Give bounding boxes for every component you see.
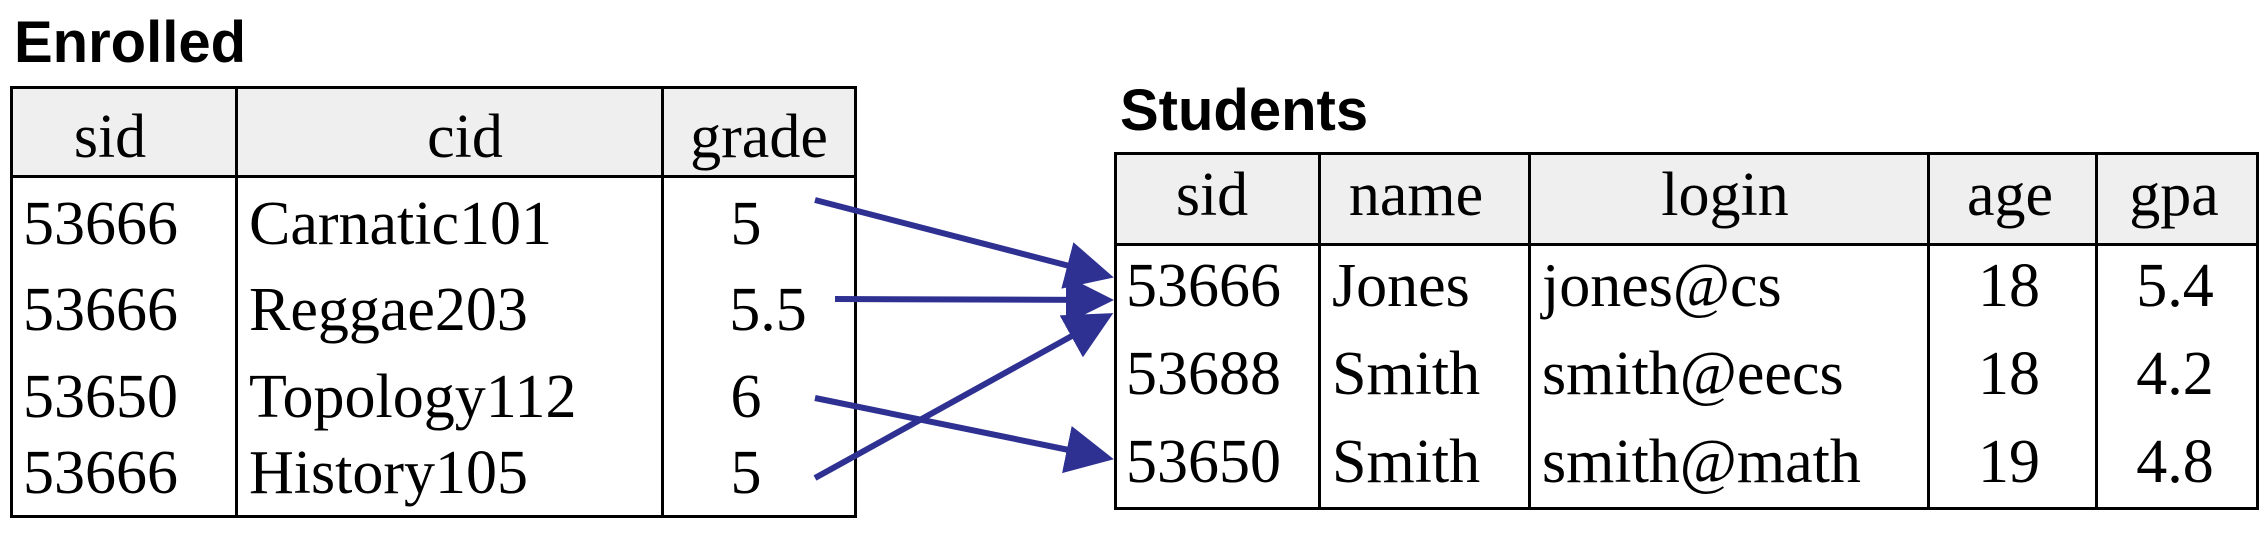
foreign-key-arrow [814,395,1114,474]
students-header-login: login [1661,161,1789,229]
students-cell-name: Smith [1332,340,1481,408]
students-column-divider [2095,155,2098,507]
enrolled-cell-cid: Carnatic101 [249,190,553,258]
students-cell-gpa: 4.8 [2136,428,2214,496]
students-cell-login: smith@eecs [1542,340,1844,408]
students-table-title: Students [1120,78,1369,143]
students-header-gpa: gpa [2129,161,2219,229]
enrolled-header-sid: sid [73,103,147,171]
students-cell-login: smith@math [1542,428,1861,496]
enrolled-cell-grade: 6 [730,363,762,431]
students-cell-name: Smith [1332,428,1481,496]
enrolled-column-divider [235,89,238,515]
enrolled-table-title: Enrolled [14,10,247,75]
students-cell-login: jones@cs [1542,252,1782,320]
enrolled-cell-cid: Topology112 [249,363,577,431]
students-cell-sid: 53650 [1126,428,1281,496]
enrolled-table: sid cid grade 53666 Carnatic101 5 53666 … [10,86,857,518]
enrolled-header-cid: cid [427,103,503,171]
students-column-divider [1927,155,1930,507]
students-cell-gpa: 5.4 [2136,252,2214,320]
enrolled-header-row [13,89,854,178]
enrolled-cell-grade: 5 [730,439,762,507]
foreign-key-arrow [834,275,1114,324]
students-table: sid name login age gpa 53666 Jones jones… [1114,152,2259,510]
enrolled-cell-grade: 5.5 [729,276,807,344]
foreign-key-arrow [814,197,1114,289]
students-header-name: name [1348,161,1484,229]
students-cell-age: 19 [1978,428,2040,496]
students-header-age: age [1966,161,2054,229]
enrolled-cell-sid: 53650 [23,363,178,431]
enrolled-header-grade: grade [690,103,828,171]
enrolled-cell-cid: Reggae203 [249,276,528,344]
students-header-sid: sid [1175,161,1249,229]
students-cell-gpa: 4.2 [2136,340,2214,408]
students-column-divider [1318,155,1321,507]
students-cell-age: 18 [1978,340,2040,408]
students-cell-name: Jones [1332,252,1470,320]
students-header-row [1117,155,2256,246]
enrolled-column-divider [661,89,664,515]
enrolled-cell-sid: 53666 [23,439,178,507]
enrolled-cell-grade: 5 [730,190,762,258]
enrolled-cell-sid: 53666 [23,190,178,258]
enrolled-cell-sid: 53666 [23,276,178,344]
students-cell-age: 18 [1978,252,2040,320]
foreign-key-arrow [813,313,1114,481]
students-cell-sid: 53666 [1126,252,1281,320]
students-column-divider [1528,155,1531,507]
enrolled-cell-cid: History105 [249,439,528,507]
students-cell-sid: 53688 [1126,340,1281,408]
